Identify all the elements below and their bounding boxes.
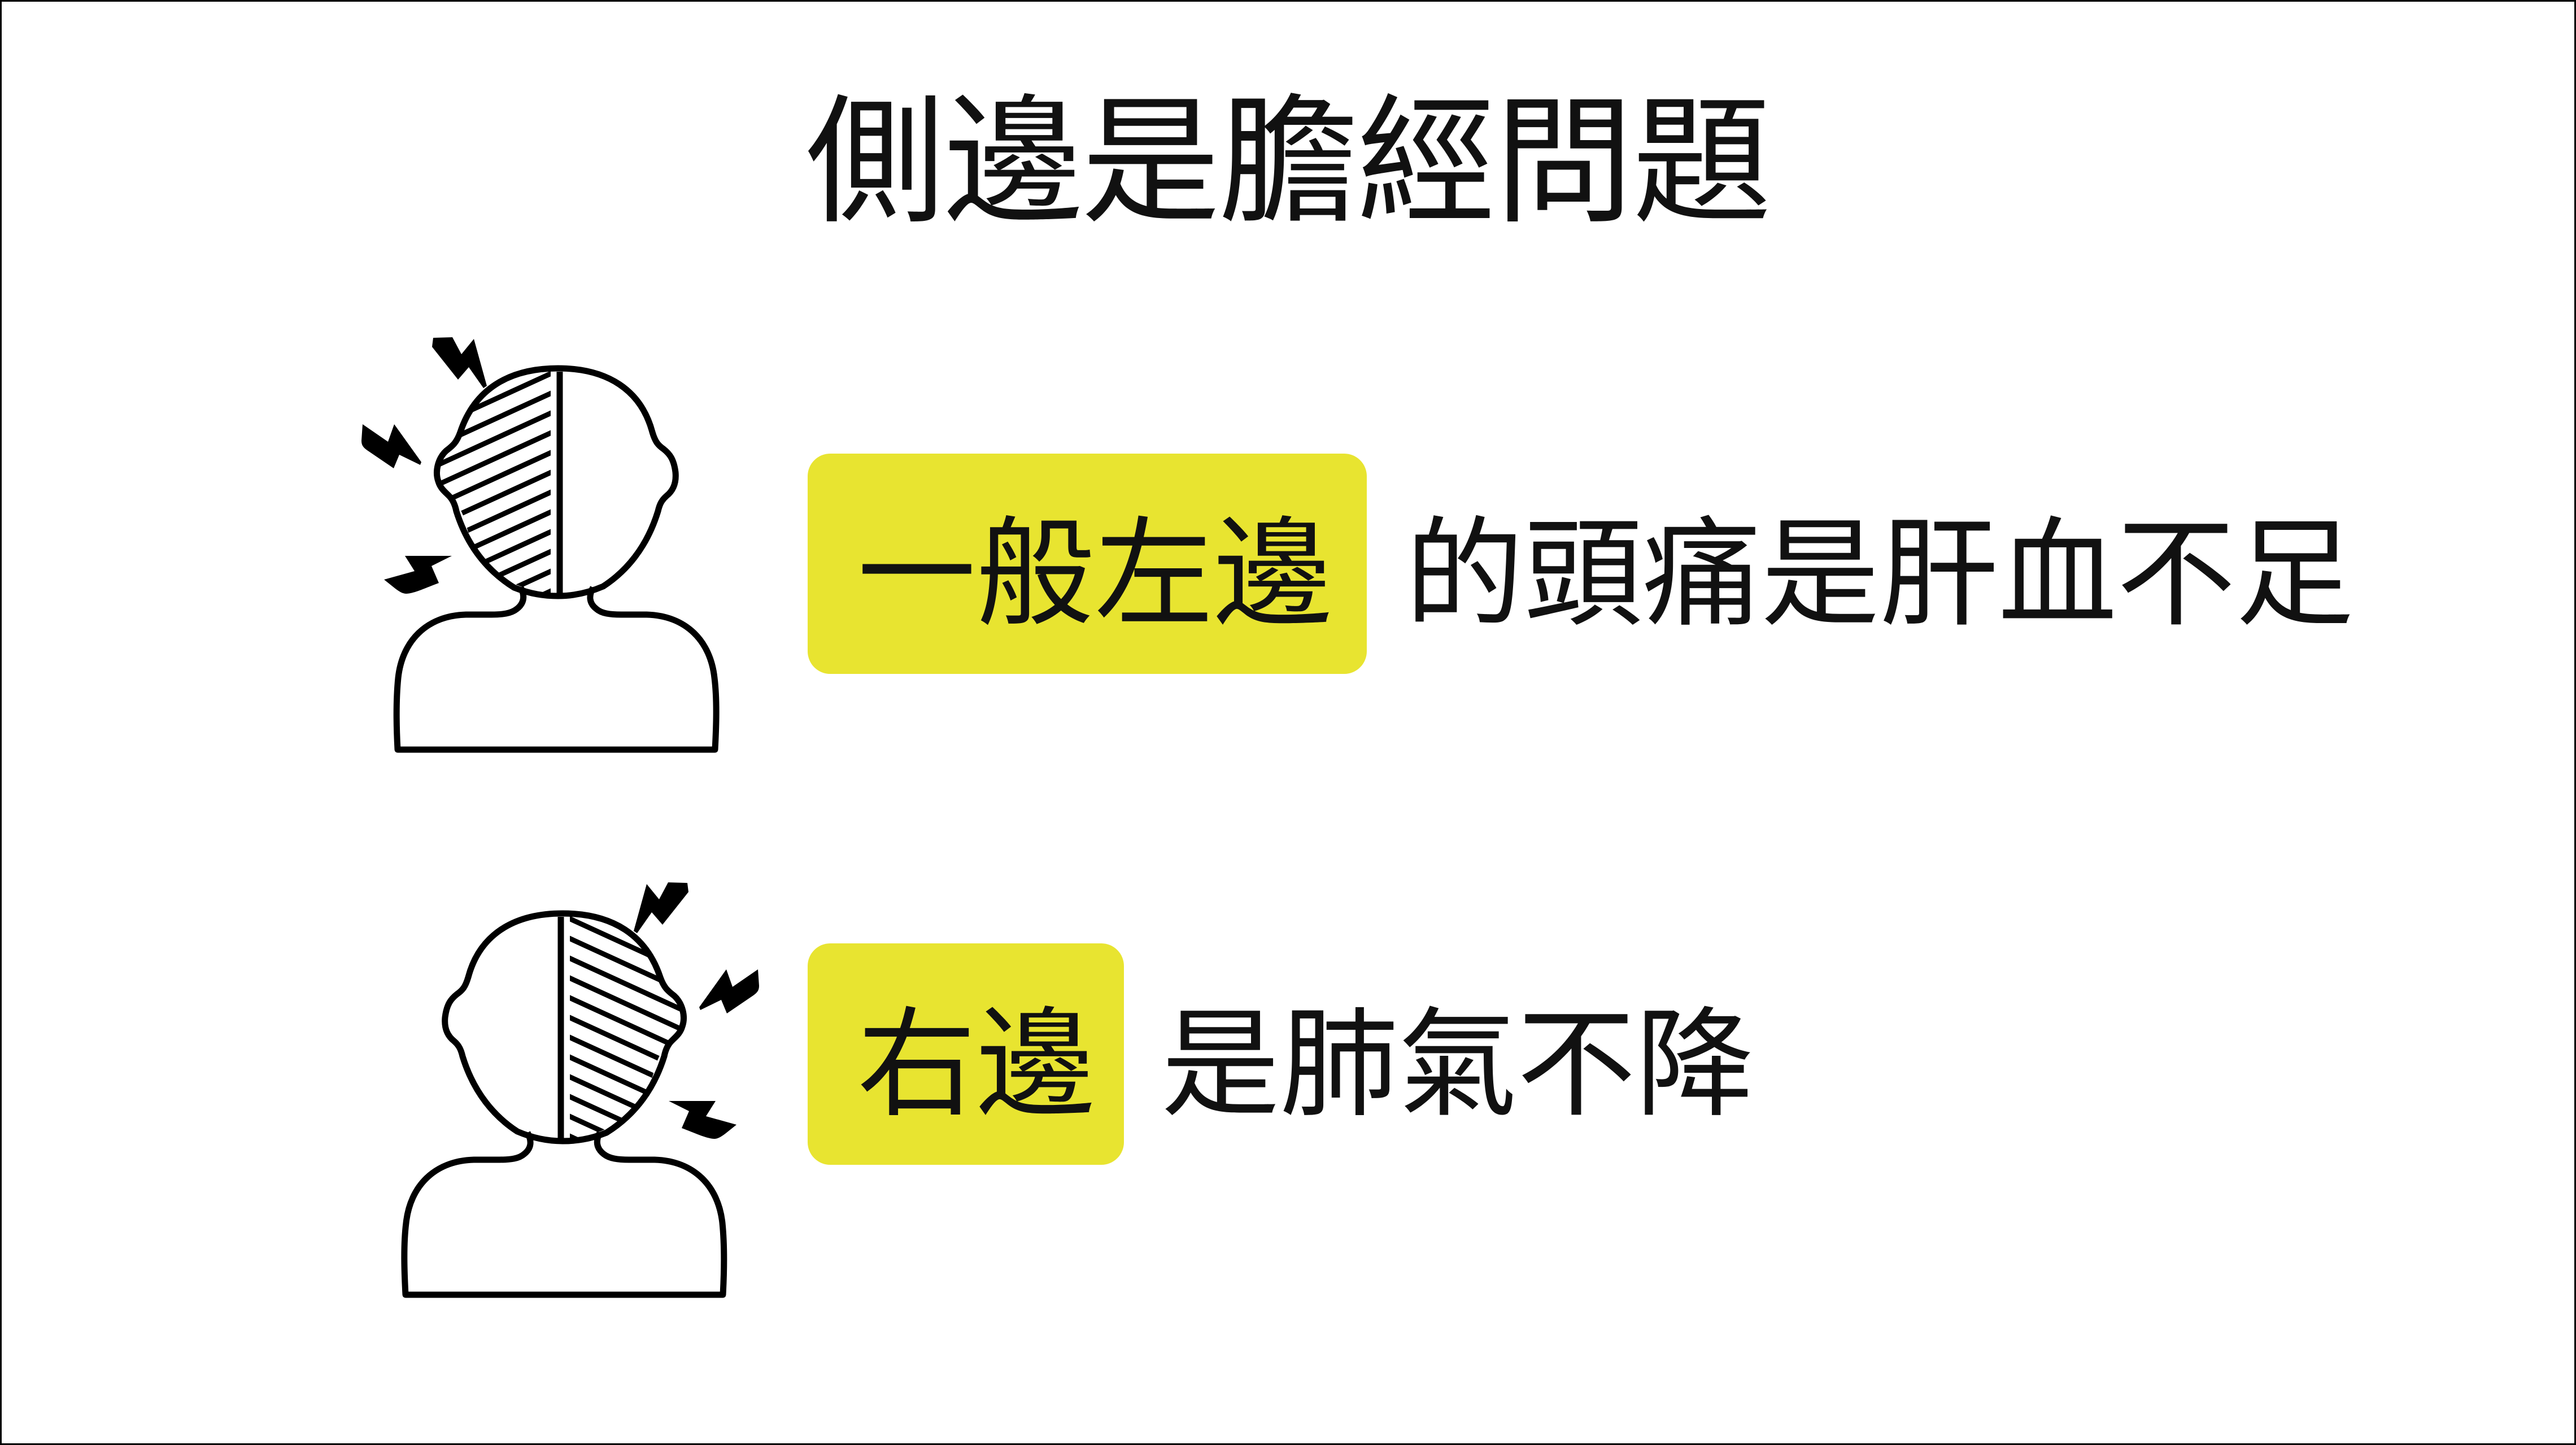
right-side-description: 是肺氣不降 — [1161, 995, 1755, 1134]
row-left-headache: 一般左邊 的頭痛是肝血不足 — [808, 454, 2354, 674]
highlight-right-side: 右邊 — [808, 943, 1124, 1165]
left-side-description: 的頭痛是肝血不足 — [1405, 505, 2355, 643]
head-pain-left-side-icon — [361, 337, 716, 750]
highlight-left-label: 一般左邊 — [857, 505, 1332, 643]
highlight-right-label: 右邊 — [857, 995, 1095, 1134]
row-right-headache: 右邊 是肺氣不降 — [808, 943, 1754, 1165]
head-pain-right-side-icon — [404, 882, 759, 1295]
slide-title: 側邊是膽經問題 — [805, 82, 1771, 243]
highlight-left-side: 一般左邊 — [808, 454, 1367, 674]
